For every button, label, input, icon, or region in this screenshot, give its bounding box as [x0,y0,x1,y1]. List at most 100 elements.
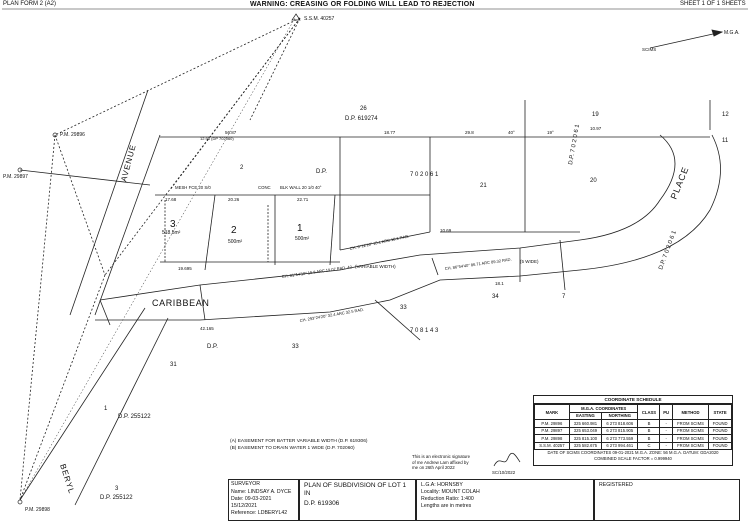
arc-annotation: CH. 86°54'40" 86.71 ARC 89.32 RAD. [444,257,511,271]
cell: P.M. 29898 [534,434,570,443]
conc-annotation: CONC [258,185,271,190]
adjoining-lot-label: 11 [722,138,729,144]
cell: 6 273 994.461 [601,441,639,450]
electronic-signature-note: This is an electronic signature of me An… [412,454,470,471]
col-easting: EASTING [568,411,603,420]
warning-banner: WARNING: CREASING OR FOLDING WILL LEAD T… [250,1,475,8]
dimension-label: 12.95 (DP 702060) [200,136,234,141]
cell: B [637,419,661,428]
dp-label: D.P. 7 0 2 0 6 1 [658,230,678,271]
street-place: PLACE [669,165,691,201]
col-northing: NORTHING [601,411,639,420]
plan-title-line1: PLAN OF SUBDIVISION OF LOT 1 IN [304,482,407,497]
arc-annotation: CH. 293°24'20" 32.4 ARC 32.5 RAD. [299,307,364,323]
signature-ref: SC/10/2022 [492,470,516,475]
registered-label: REGISTERED [599,482,633,488]
esign-line: This is an electronic signature [412,454,471,459]
col-method: METHOD [671,404,710,420]
adjoining-lot-label: 33 [400,305,407,311]
adjoining-lot-label: 7 [562,294,566,300]
arc-annotation: CH. 0°12'10" 10.1 ARC 10.1 RAD. [349,233,409,251]
cell: B [637,426,661,435]
plan-title-line2: D.P. 619306 [304,500,340,507]
adjoining-lot-label: 12 [722,112,729,118]
cell: - [659,434,673,443]
esign-line: me on 26th April 2022 [412,465,455,470]
cell: FOUND [708,434,732,443]
dimension-label: 56.87 [225,130,237,135]
adjoining-lot-label: 20 [590,178,597,184]
cell: B [637,434,661,443]
lga-name: L.G.A: HORNSBY [421,482,463,488]
lot-1-number: 1 [297,223,303,234]
easement-notes: (A) EASEMENT FOR BATTER VARIABLE WIDTH (… [230,438,367,452]
surveyor-reference: Reference: LDBERYL42 [231,510,288,516]
lengths-note: Lengths are in metres [421,503,472,509]
ssm-marker [291,13,301,21]
dp-label: D.P. 255122 [100,495,133,501]
scims-label: SCIMS [642,47,656,52]
street-avenue: AVENUE [119,143,138,182]
dp-label: D.P. 619274 [345,116,378,122]
scale-factor-line: COMBINED SCALE FACTOR = 0.999940 [594,456,672,461]
col-class: CLASS [637,404,661,420]
cell: 6 273 773.559 [601,434,639,443]
dp-label: D.P. [316,169,327,175]
lot-1-area: 500m² [295,236,310,242]
adjoining-lot-label: 3 [115,486,119,492]
col-mark: MARK [534,404,570,420]
cell: P.M. 29897 [534,426,570,435]
cell: FROM SCIMS [671,419,710,428]
plan-title-block: PLAN OF SUBDIVISION OF LOT 1 IN D.P. 619… [299,479,416,521]
registered-block: REGISTERED [594,479,740,521]
cell: C [637,441,661,450]
dimension-label: 18.1 [495,281,504,286]
dimension-label: 10.69 [440,228,452,233]
cell: S.S.M. 40257 [534,441,570,450]
beryl-east-boundary [74,317,169,506]
pm29898-marker [17,499,23,505]
coordinate-table: MARK M.G.A. COORDINATES CLASS PU METHOD … [534,404,732,450]
schedule-title: COORDINATE SCHEDULE [534,396,732,404]
wall-annotation: BLK WALL 20 1/0 40° [280,185,322,190]
dimension-label: 29.8 [465,130,474,135]
dimension-label: 20.26 [228,197,240,202]
arc-annotation: CH. 81°14'10" 15.8 ARC 19.07 RAD. 42 [281,264,352,279]
lot-3-area: 518.5m² [162,230,181,236]
width-annotation: (5 WIDE) [520,259,539,264]
dimension-label: 17.68 [165,197,177,202]
street-caribbean: CARIBBEAN [152,298,209,308]
adjoining-lot-label: 31 [170,362,177,368]
caribbean-south-boundary [95,134,721,321]
mga-label: M.G.A. [724,30,740,36]
adjoining-lot-label: 33 [292,344,299,350]
surveyor-block: SURVEYOR Name: LINDSAY A. DYCE Date: 09-… [228,479,299,521]
col-mga: M.G.A. COORDINATES [568,404,639,413]
pm29897-marker [17,167,23,173]
signature-mark [493,452,521,467]
dp-label: D.P. 7 0 2 0 6 1 [568,123,581,165]
cell: FOUND [708,441,732,450]
dimension-label: 19° [547,130,554,135]
cell: FROM SCIMS [671,441,710,450]
cell: P.M. 29896 [534,419,570,428]
adjoining-lot-label: 21 [480,183,487,189]
surveyor-heading: SURVEYOR [231,481,261,487]
avenue-west-boundary [69,89,149,316]
lot-2-number: 2 [231,225,237,236]
esign-line: of me Andrew Lam affixed by [412,459,469,465]
street-beryl: BERYL [58,463,76,495]
pm29896-marker [52,132,58,138]
adjoining-lot-label: 2 [240,165,244,171]
adjoining-lot-label: 19 [592,112,599,118]
pm-label: P.M. 29896 [60,132,85,138]
cell: 325 653.049 [568,426,603,435]
cell: - [659,441,673,450]
cell: 6 273 815.905 [601,426,639,435]
lot-3-number: 3 [170,219,176,230]
dimension-label: 19.695 [178,266,192,271]
